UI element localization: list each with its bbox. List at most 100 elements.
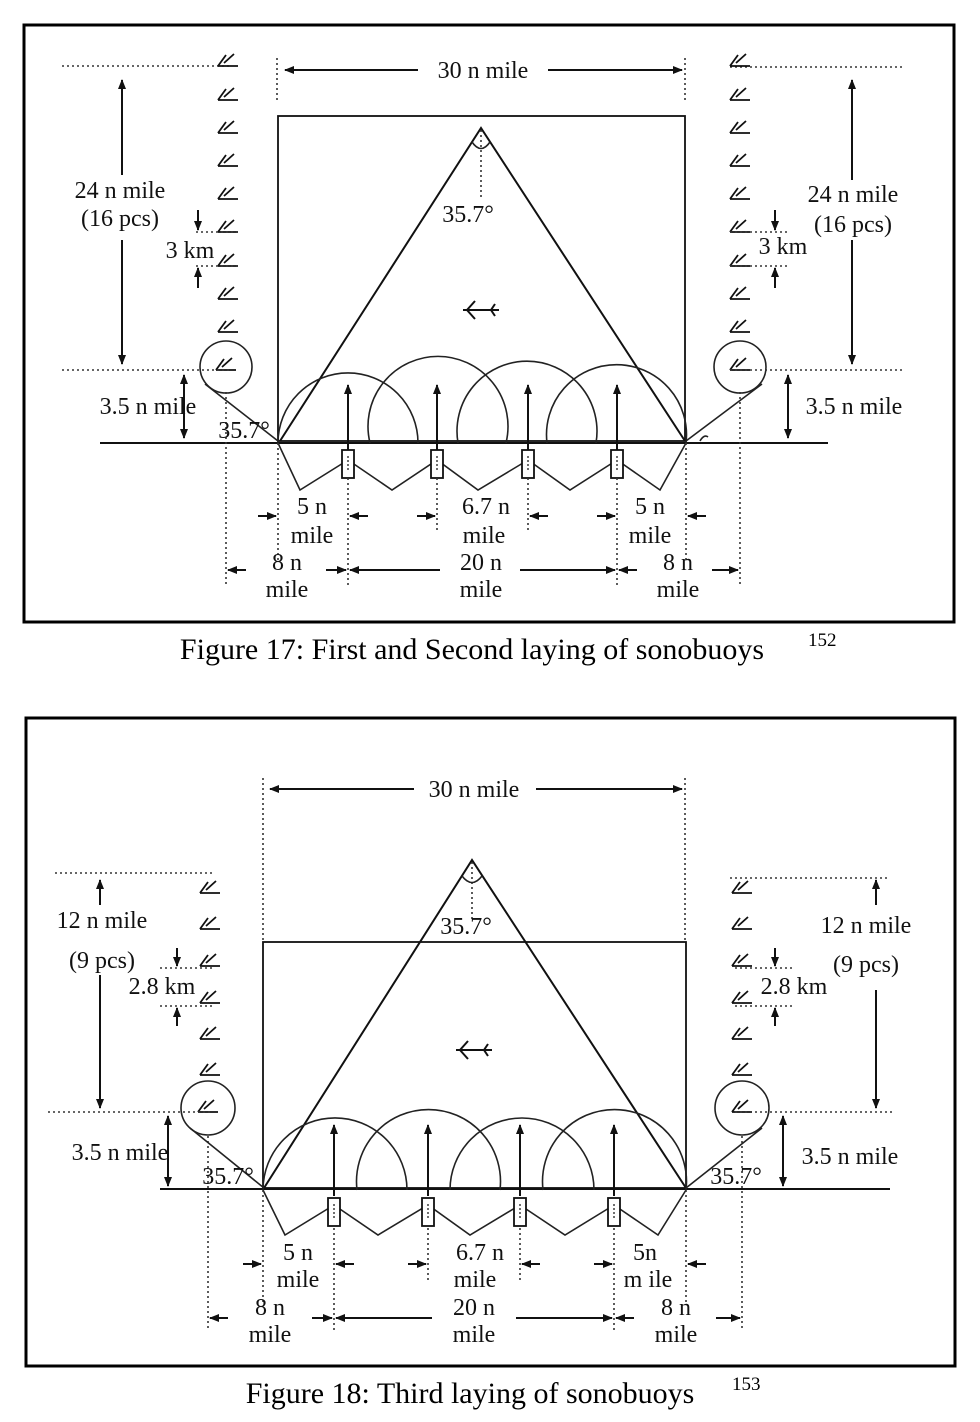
left-spacing-label: 2.8 km [129,974,196,1000]
sonobuoy-icon [731,916,753,930]
figure-18-footnote: 153 [732,1374,761,1395]
left-span-label: 12 n mile [57,908,148,934]
right-buoy-column [685,877,895,1330]
left-spacing-label: 3 km [166,238,215,264]
outer-right-label: 8 n [663,550,693,576]
figure-17-footnote: 152 [808,630,837,651]
sonobuoy-icon [729,319,751,333]
gap-left-label: 5 n [297,494,327,520]
search-area [262,941,687,1189]
gap-right-label: 5n [633,1240,657,1266]
ship-icon [341,449,355,479]
outer-left-label: 8 n [255,1295,285,1321]
center-span-label: 20 n [453,1295,495,1321]
outer-right-unit: mile [657,577,700,603]
sonobuoy-icon [731,953,753,967]
sonobuoy-icon [199,990,221,1004]
sonobuoy-icon [217,53,239,67]
ship-icon [610,449,624,479]
apex-angle: 35.7° [440,914,492,940]
ship-icon [421,1197,435,1227]
coverage-triangle [263,858,687,1189]
sonobuoy-icon [217,87,239,101]
sonobuoy-icon [731,990,753,1004]
outer-left-unit: mile [266,577,309,603]
outer-left-label: 8 n [272,550,302,576]
apex-angle: 35.7° [442,202,494,228]
coverage-triangle [279,126,686,442]
ship-icon [513,1197,527,1227]
center-span-label: 20 n [460,550,502,576]
aircraft-icon [462,300,500,320]
gap-mid-unit: mile [454,1267,497,1293]
gap-left-unit: mile [277,1267,320,1293]
sonobuoy-icon [731,880,753,894]
right-buoy-column [685,53,905,585]
gap-mid-unit: mile [463,523,506,549]
corner-angle-label: 35.7° [218,418,270,444]
sonobuoy-icon [215,357,237,371]
gap-mid-label: 6.7 n [462,494,510,520]
outer-right-unit: mile [655,1322,698,1348]
left-offset-label: 3.5 n mile [72,1140,169,1166]
gap-mid-label: 6.7 n [456,1240,504,1266]
left-pcs-label: (9 pcs) [69,948,135,974]
gap-left-label: 5 n [283,1240,313,1266]
sonobuoy-icon [217,253,239,267]
corner-angle-left: 35.7° [202,1164,254,1190]
right-spacing-label: 3 km [759,234,808,260]
right-spacing-label: 2.8 km [761,974,828,1000]
aircraft-icon [455,1040,493,1060]
ship-icon [521,449,535,479]
gap-right-unit: m ile [624,1267,673,1293]
sonobuoy-icon [729,153,751,167]
gap-right-unit: mile [629,523,672,549]
left-offset-label: 3.5 n mile [100,394,197,420]
outer-left-unit: mile [249,1322,292,1348]
sonobuoy-icon [729,286,751,300]
sonobuoy-icon [729,53,751,67]
figure-17: 30 n mile 35.7° [22,23,956,624]
sonobuoy-icon [199,1026,221,1040]
search-area [277,115,686,442]
right-span-label: 12 n mile [821,913,912,939]
sonobuoy-icon [199,953,221,967]
right-offset-label: 3.5 n mile [802,1144,899,1170]
sonobuoy-icon [199,916,221,930]
gap-left-unit: mile [291,523,334,549]
sonobuoy-icon [729,219,751,233]
sonobuoy-icon [731,1062,753,1076]
sonobuoy-icon [731,1099,753,1113]
gap-right-label: 5 n [635,494,665,520]
outer-right-label: 8 n [661,1295,691,1321]
sonobuoy-icon [217,219,239,233]
sonobuoy-icon [217,319,239,333]
ship-icon [607,1197,621,1227]
center-span-unit: mile [460,577,503,603]
sonobuoy-icon [729,253,751,267]
figure-18: 30 n mile 35.7° [24,716,957,1368]
sonobuoy-icon [199,880,221,894]
center-span-unit: mile [453,1322,496,1348]
width-label: 30 n mile [429,777,520,803]
figure-18-frame [24,716,957,1368]
ship-icon [327,1197,341,1227]
left-pcs-label: (16 pcs) [81,206,159,232]
sonobuoy-icon [729,186,751,200]
sonobuoy-icon [217,120,239,134]
left-buoy-column [62,53,279,585]
ship-icon [430,449,444,479]
figure-17-caption: Figure 17: First and Second laying of so… [180,633,764,666]
right-offset-label: 3.5 n mile [806,394,903,420]
left-span-label: 24 n mile [75,178,166,204]
sonobuoy-icon [217,153,239,167]
sonobuoy-icon [731,1026,753,1040]
sonobuoy-icon [217,186,239,200]
sonobuoy-icon [217,286,239,300]
sonar-circles [262,1108,688,1237]
sonobuoy-icon [199,1062,221,1076]
figure-18-caption: Figure 18: Third laying of sonobuoys [246,1377,695,1410]
sonar-circles [277,355,688,492]
figure-17-frame [22,23,956,624]
